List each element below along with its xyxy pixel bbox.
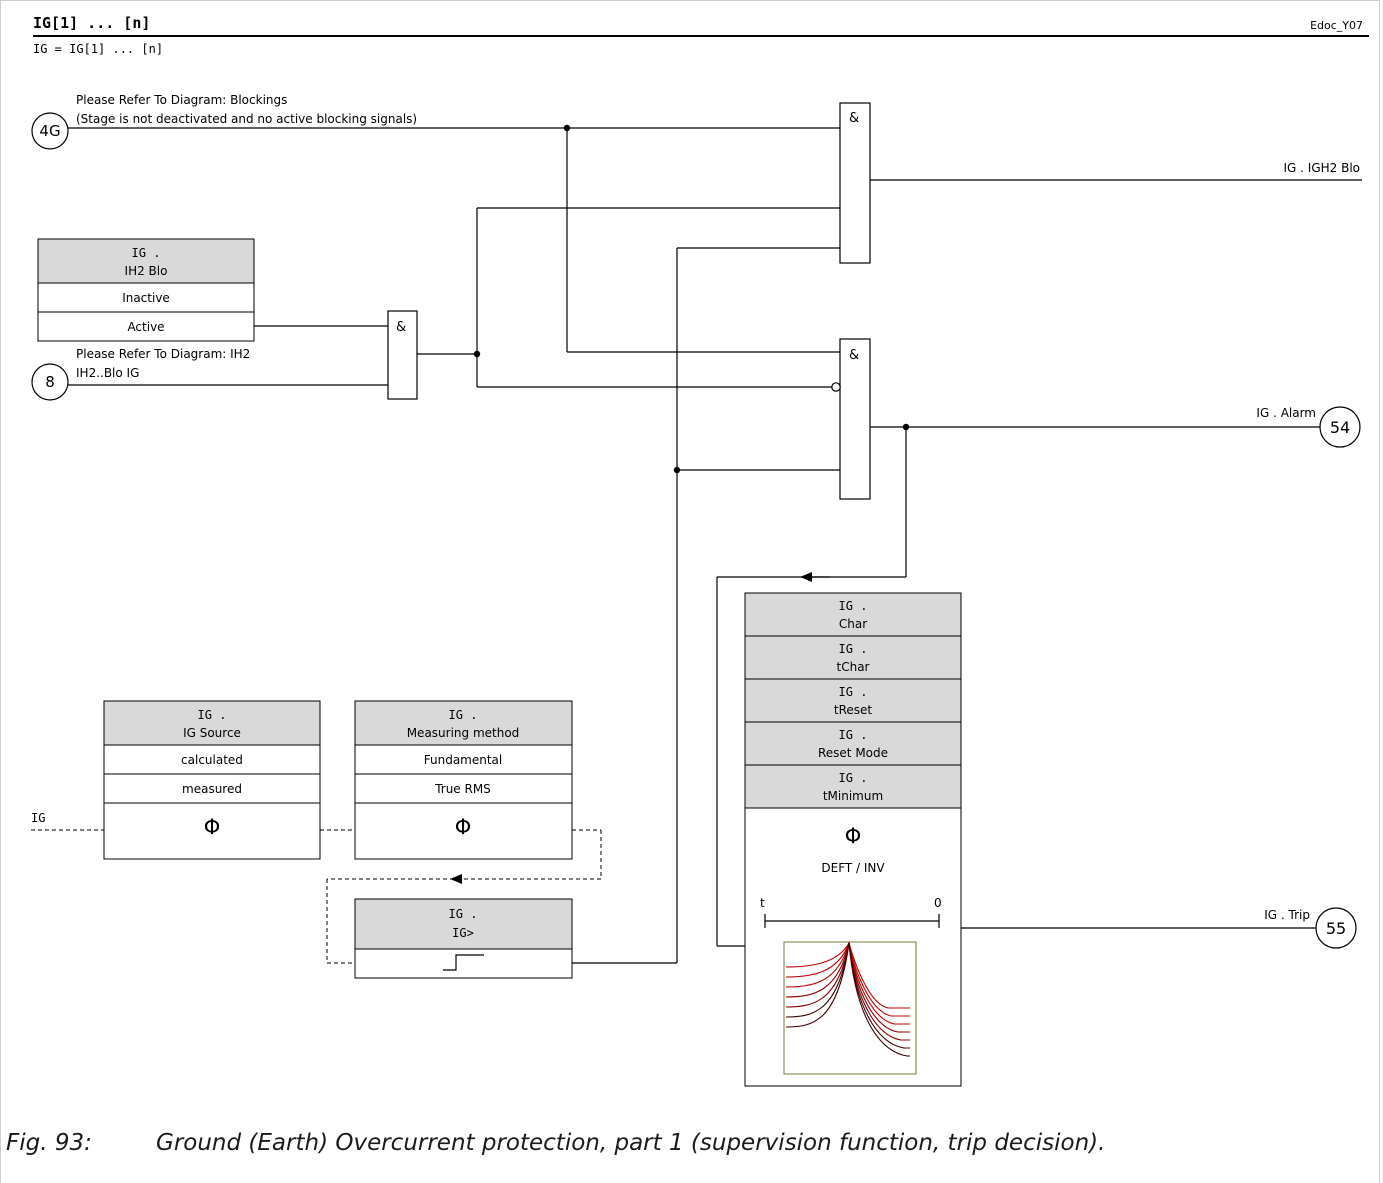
timer-phi: Φ — [845, 824, 862, 848]
timer-param-char-prefix: IG . — [839, 599, 868, 613]
and-gate-alarm-symbol: & — [849, 348, 859, 363]
ref-54-label: 54 — [1330, 418, 1350, 437]
output-ref-54: 54 — [1319, 406, 1361, 448]
timer-param-treset-prefix: IG . — [839, 685, 868, 699]
threshold-name: IG> — [452, 926, 474, 940]
ig-signal-label: IG — [31, 811, 45, 825]
ih2-signal-text: IH2..Blo IG — [76, 366, 139, 380]
method-option-fundamental: Fundamental — [424, 753, 503, 767]
timer-axis-t: t — [760, 896, 765, 910]
timer-axis-zero: 0 — [934, 896, 942, 910]
ih2-blo-option-active: Active — [127, 320, 164, 334]
page-border-right — [1379, 0, 1380, 1183]
ref-4g-label: 4G — [39, 122, 60, 140]
param-ig-source: IG . IG Source calculated measured Φ — [103, 700, 321, 860]
blocking-ref-text: Please Refer To Diagram: Blockings — [76, 93, 287, 107]
figure-number: Fig. 93: — [6, 1130, 92, 1156]
document-id: Edoc_Y07 — [1310, 19, 1363, 32]
timer-block: IG . Char IG . tChar IG . tReset IG . Re… — [744, 592, 962, 1087]
param-measuring-method: IG . Measuring method Fundamental True R… — [354, 700, 573, 860]
ig-source-phi: Φ — [204, 815, 221, 839]
timer-param-treset-name: tReset — [834, 703, 873, 717]
figure-caption-text: Ground (Earth) Overcurrent protection, p… — [156, 1130, 1106, 1156]
input-ref-4g: 4G — [31, 112, 69, 150]
dashed-arrow — [450, 874, 462, 884]
hysteresis-icon — [443, 954, 484, 971]
and-gate-alarm: & — [839, 338, 871, 500]
timer-param-char-name: Char — [839, 617, 867, 631]
output-igh2-blo-label: IG . IGH2 Blo — [1284, 161, 1361, 175]
blocking-condition-text: (Stage is not deactivated and no active … — [76, 112, 417, 126]
timer-param-tminimum-prefix: IG . — [839, 771, 868, 785]
diagram-subtitle: IG = IG[1] ... [n] — [33, 42, 164, 56]
timer-param-tminimum-name: tMinimum — [823, 789, 883, 803]
characteristic-curves-icon — [785, 940, 910, 1057]
page-border-left — [0, 0, 1, 1183]
diagram-title: IG[1] ... [n] — [33, 14, 151, 32]
ref-55-label: 55 — [1326, 919, 1346, 938]
param-threshold: IG . IG> — [354, 898, 573, 979]
timer-param-tchar-prefix: IG . — [839, 642, 868, 656]
timer-param-resetmode-name: Reset Mode — [818, 746, 888, 760]
timer-param-resetmode-prefix: IG . — [839, 728, 868, 742]
and-gate-1-symbol: & — [396, 320, 406, 335]
title-rule — [33, 35, 1369, 37]
ih2-blo-option-inactive: Inactive — [122, 291, 170, 305]
and-gate-1: & — [387, 310, 418, 400]
timer-mode-label: DEFT / INV — [821, 861, 885, 875]
ih2-ref-text: Please Refer To Diagram: IH2 — [76, 347, 250, 361]
method-prefix: IG . — [449, 708, 478, 722]
ig-source-option-measured: measured — [182, 782, 242, 796]
and-gate-top: & — [839, 102, 871, 264]
param-ih2-blo: IG . IH2 Blo Inactive Active — [37, 238, 255, 342]
method-option-true-rms: True RMS — [434, 782, 491, 796]
ig-source-name: IG Source — [183, 726, 241, 740]
ih2-blo-prefix: IG . — [132, 246, 161, 260]
ig-source-prefix: IG . — [198, 708, 227, 722]
input-ref-8: 8 — [31, 363, 69, 401]
junction-dots — [473, 124, 910, 474]
and-gate-top-symbol: & — [849, 111, 859, 126]
output-ref-55: 55 — [1315, 907, 1357, 949]
figure-caption: Fig. 93: Ground (Earth) Overcurrent prote… — [6, 1130, 1105, 1156]
output-trip-label: IG . Trip — [1264, 908, 1310, 922]
wires — [68, 127, 1362, 964]
page-border-top — [0, 0, 1380, 1]
threshold-prefix: IG . — [449, 907, 478, 921]
ref-8-label: 8 — [45, 373, 55, 391]
dashed-wires — [31, 829, 602, 964]
timer-param-tchar-name: tChar — [837, 660, 870, 674]
characteristic-curve — [785, 942, 910, 1057]
output-alarm-label: IG . Alarm — [1256, 406, 1316, 420]
inverter-bubble — [831, 382, 841, 392]
ih2-blo-name: IH2 Blo — [125, 264, 168, 278]
method-name: Measuring method — [407, 726, 520, 740]
ig-source-option-calculated: calculated — [181, 753, 243, 767]
timer-axis — [764, 914, 940, 928]
method-phi: Φ — [455, 815, 472, 839]
